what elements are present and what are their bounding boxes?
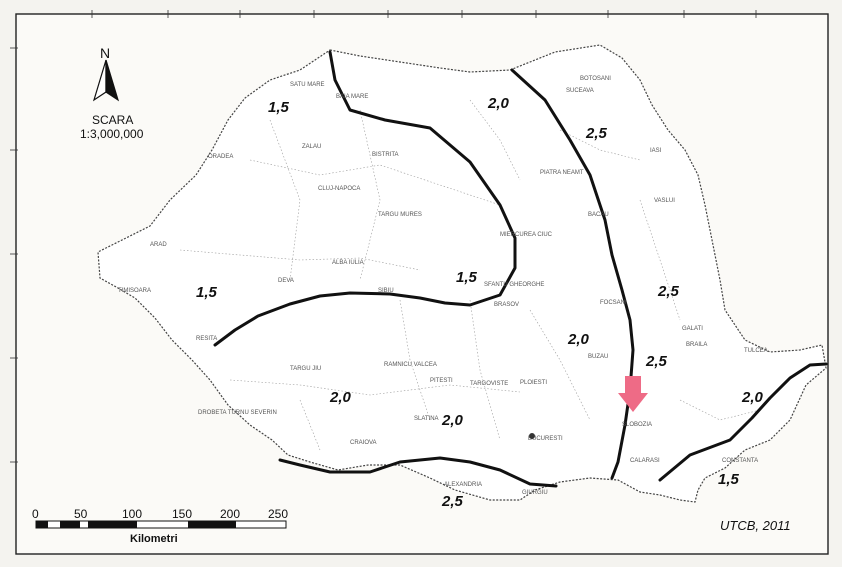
city-label: BACAU <box>588 212 609 218</box>
scale-tick: 100 <box>122 507 142 521</box>
city-label: ALEXANDRIA <box>444 482 482 488</box>
zone-label: 1,5 <box>718 471 740 488</box>
zone-label: 2,0 <box>329 389 352 406</box>
boundary-east <box>510 68 635 480</box>
zone-label: 2,0 <box>741 389 764 406</box>
zone-label: 1,5 <box>268 99 290 116</box>
zone-label: 2,5 <box>657 283 680 300</box>
city-label: SUCEAVA <box>566 88 594 94</box>
scale-tick: 150 <box>172 507 192 521</box>
city-label: BUZAU <box>588 354 608 360</box>
city-label: RESITA <box>196 336 217 342</box>
city-label: ZALAU <box>302 144 321 150</box>
zone-label: 1,5 <box>196 284 218 301</box>
city-label: RAMNICU VALCEA <box>384 362 437 368</box>
zone-label: 2,5 <box>441 493 464 510</box>
city-label: ARAD <box>150 242 167 248</box>
zone-label: 2,5 <box>585 125 608 142</box>
city-label: TARGU MURES <box>378 212 422 218</box>
scale-tick: 250 <box>268 507 288 521</box>
city-label: PLOIESTI <box>520 380 547 386</box>
city-label: SATU MARE <box>290 82 325 88</box>
scale-tick: 0 <box>32 507 39 521</box>
city-label: PITESTI <box>430 378 453 384</box>
zone-label: 1,5 <box>456 269 478 286</box>
scale-unit: Kilometri <box>130 533 178 545</box>
scale-title: SCARA <box>92 113 133 127</box>
north-arrow-icon <box>92 59 120 102</box>
city-label: SIBIU <box>378 288 394 294</box>
capital-marker-icon <box>529 433 535 439</box>
city-label: BRASOV <box>494 302 519 308</box>
city-label: CALARASI <box>630 458 660 464</box>
city-label: SFANTU GHEORGHE <box>484 282 544 288</box>
zone-label: 2,0 <box>487 95 510 112</box>
boundary-south <box>278 456 558 488</box>
city-label: PIATRA NEAMT <box>540 170 584 176</box>
city-label: SLATINA <box>414 416 439 422</box>
city-labels: SATU MARE BAIA MARE SUCEAVA BOTOSANI ORA… <box>118 76 768 496</box>
north-arrow: N <box>92 45 120 102</box>
city-label: BOTOSANI <box>580 76 611 82</box>
county-borders <box>179 99 761 451</box>
zone-label: 2,5 <box>645 353 668 370</box>
city-label: TIMISOARA <box>118 288 151 294</box>
city-label: CONSTANTA <box>722 458 758 464</box>
city-label: ALBA IULIA <box>332 260 364 266</box>
city-label: CLUJ-NAPOCA <box>318 186 360 192</box>
city-label: FOCSANI <box>600 300 627 306</box>
zone-label: 2,0 <box>567 331 590 348</box>
city-label: GALATI <box>682 326 703 332</box>
scale-ratio: 1:3,000,000 <box>80 127 144 141</box>
city-label: GIURGIU <box>522 490 548 496</box>
zone-label: 2,0 <box>441 412 464 429</box>
scale-tick: 50 <box>74 507 88 521</box>
city-label: IASI <box>650 148 662 154</box>
city-label: TULCEA <box>744 348 768 354</box>
frame-ticks <box>10 10 757 463</box>
city-label: ORADEA <box>208 154 233 160</box>
north-letter: N <box>100 45 110 61</box>
boundary-se <box>658 362 828 482</box>
city-label: CRAIOVA <box>350 440 377 446</box>
zone-boundaries <box>213 50 828 488</box>
scale-tick: 200 <box>220 507 240 521</box>
boundary-nw <box>213 50 517 347</box>
city-label: TARGU JIU <box>290 366 321 372</box>
city-label: SLOBOZIA <box>622 422 652 428</box>
city-label: VASLUI <box>654 198 675 204</box>
city-label: TARGOVISTE <box>470 381 508 387</box>
city-label: BISTRITA <box>372 152 399 158</box>
city-label: DEVA <box>278 278 294 284</box>
scale-bar: 0 50 100 150 200 250 Kilometri <box>32 507 288 545</box>
city-label: DROBETA TURNU SEVERIN <box>198 410 277 416</box>
country-outline <box>97 44 827 503</box>
map-credit: UTCB, 2011 <box>720 518 791 533</box>
city-label: BRAILA <box>686 342 707 348</box>
city-label: BUCURESTI <box>528 436 563 442</box>
city-label: BAIA MARE <box>336 94 368 100</box>
pink-arrow-marker-icon <box>618 376 648 412</box>
city-label: MIERCUREA CIUC <box>500 232 553 238</box>
